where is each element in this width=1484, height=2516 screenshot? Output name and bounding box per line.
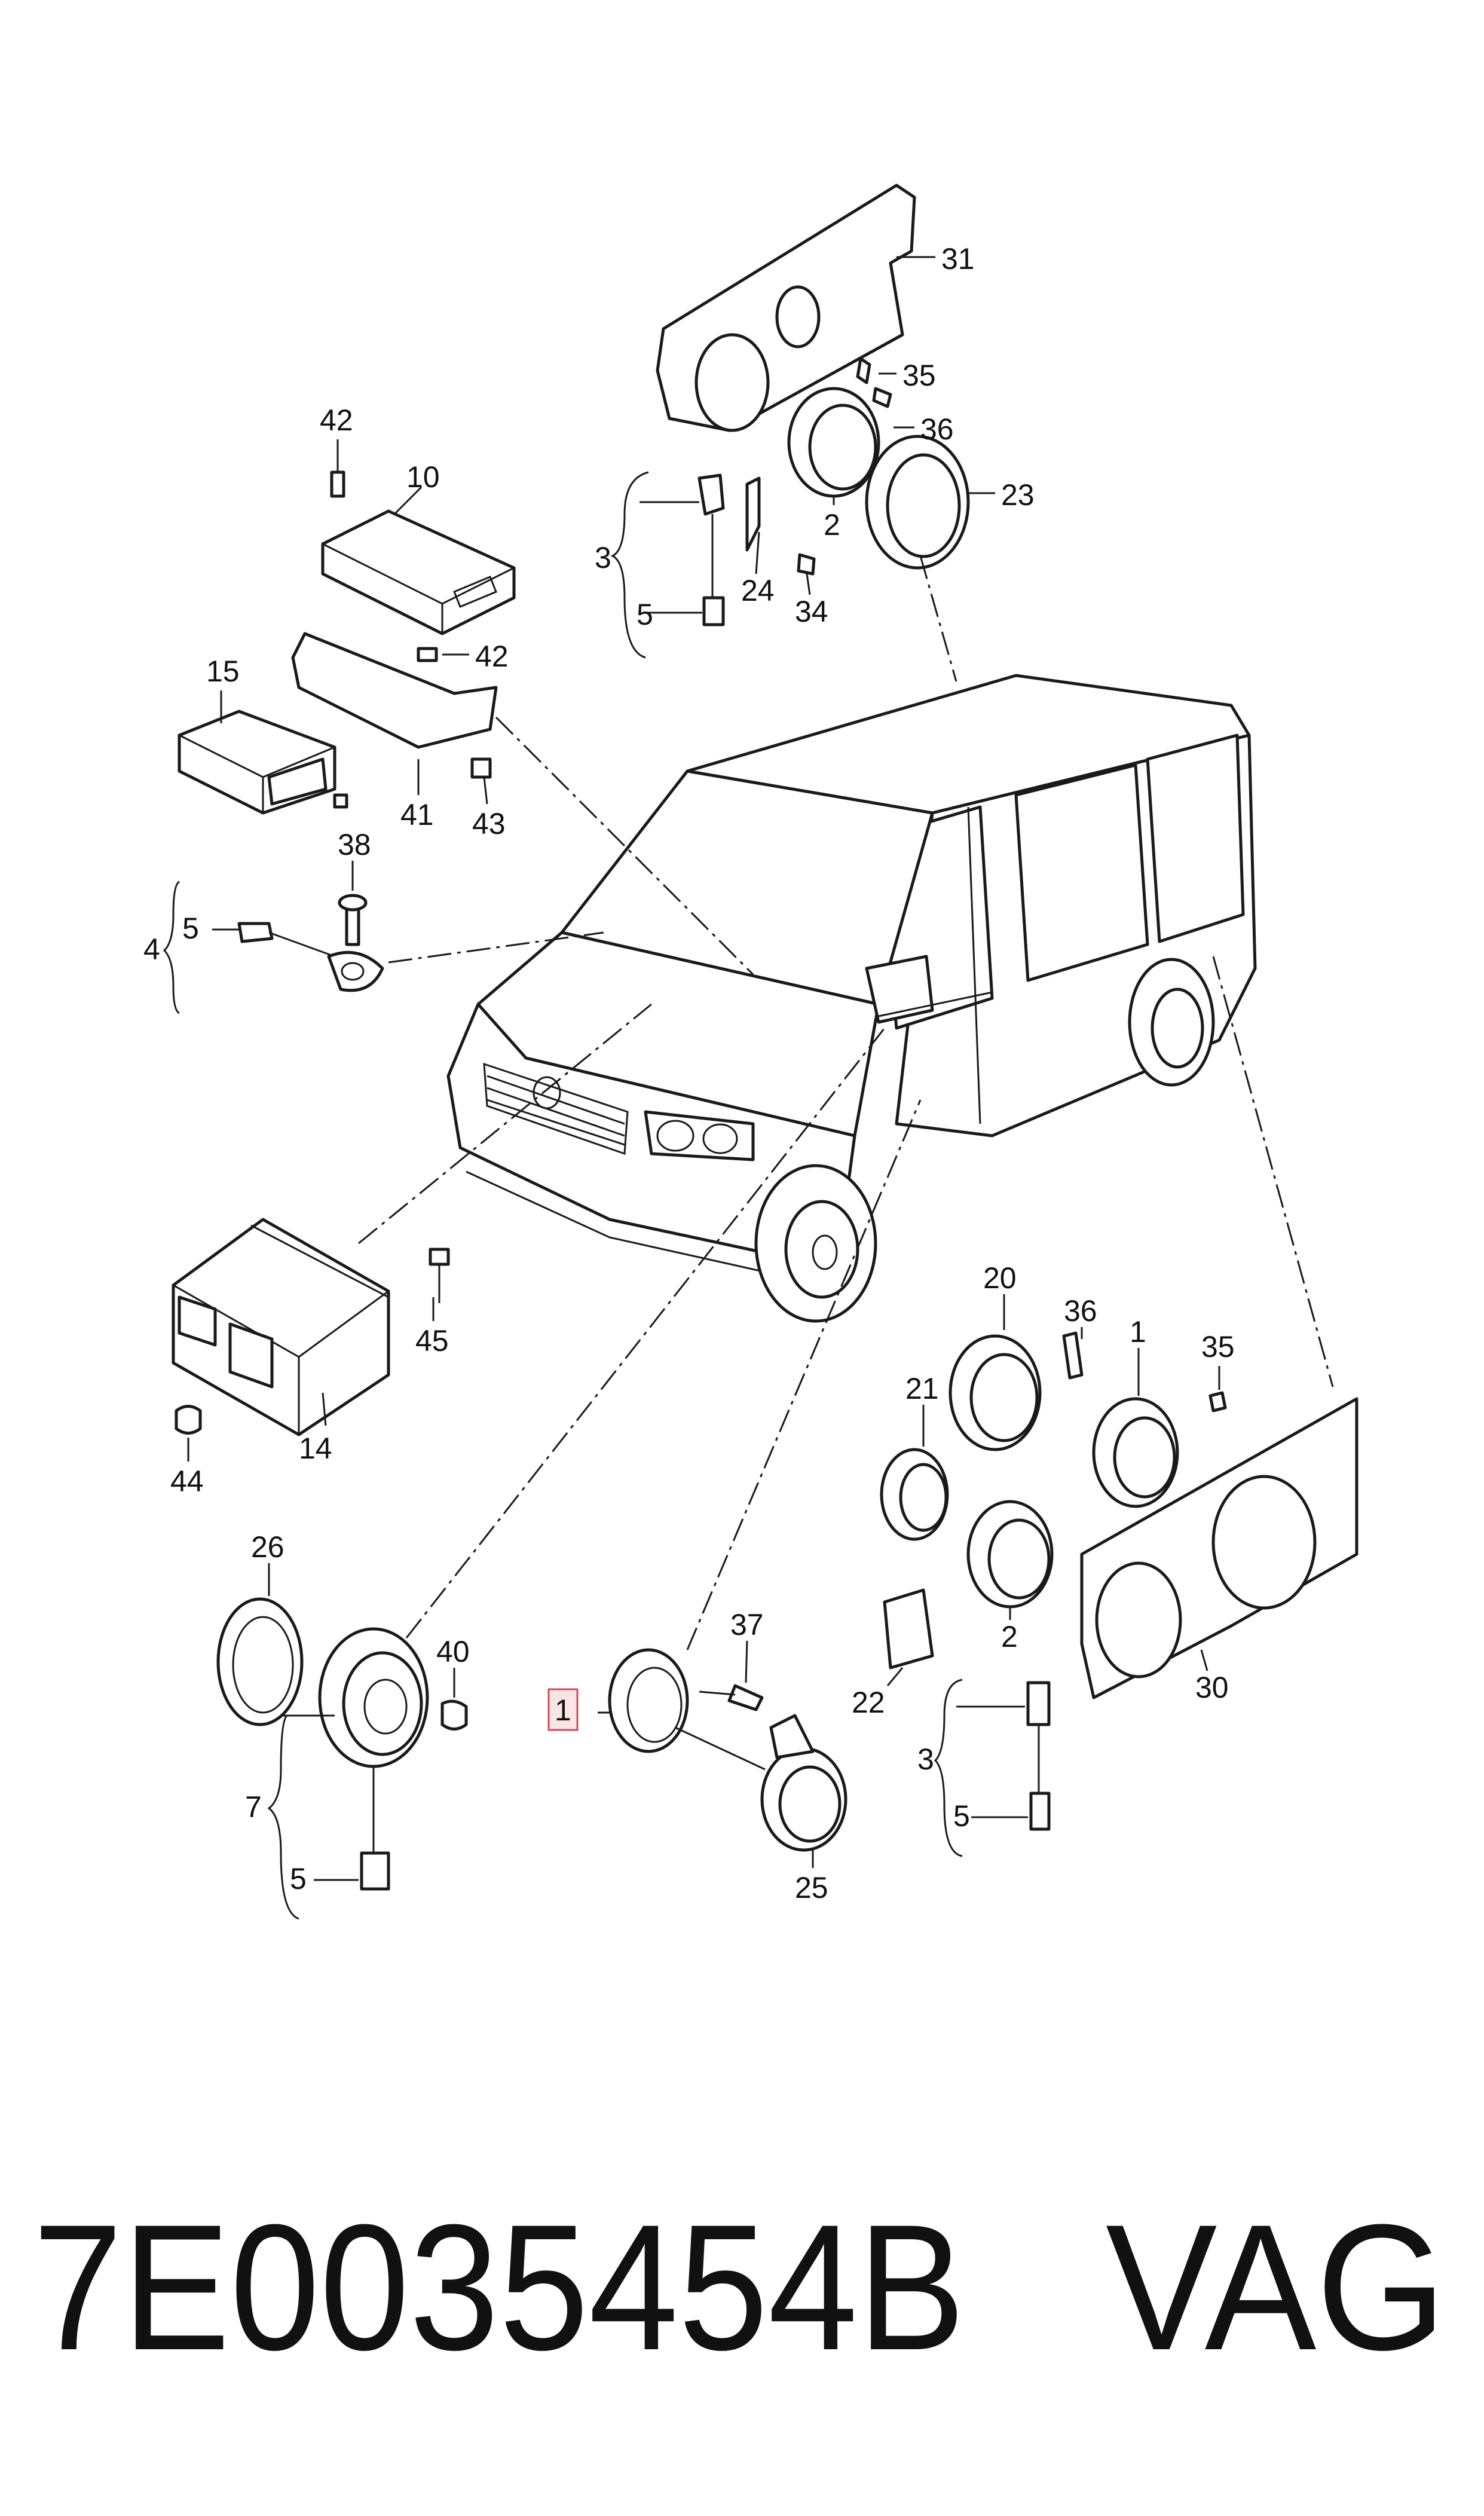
label-21: 21 [905, 1372, 939, 1405]
label-31: 31 [941, 242, 975, 276]
label-7: 7 [245, 1790, 262, 1824]
label-41: 41 [400, 798, 434, 831]
part-number: 7E0035454B [33, 2187, 965, 2387]
label-25: 25 [795, 1871, 828, 1904]
label-15: 15 [206, 655, 240, 688]
label-35: 35 [902, 359, 936, 392]
label-20: 20 [983, 1261, 1017, 1295]
label-2: 2 [824, 508, 840, 542]
dash-leaders [358, 555, 1334, 1650]
label-5: 5 [637, 598, 653, 631]
label-40: 40 [436, 1635, 470, 1668]
label-36: 36 [1064, 1294, 1097, 1328]
part-labels: 31 35 36 23 2 3 5 24 34 42 10 42 15 41 4… [143, 242, 1235, 1904]
amplifier-group [178, 439, 516, 815]
label-44: 44 [170, 1465, 204, 1498]
brand-name: VAG [1106, 2187, 1446, 2387]
label-35: 35 [1201, 1330, 1235, 1364]
label-26: 26 [251, 1530, 284, 1564]
label-1: 1 [1130, 1315, 1146, 1349]
label-14: 14 [299, 1432, 332, 1465]
front-speaker-group [216, 1563, 468, 1920]
label-22: 22 [852, 1686, 885, 1719]
label-30: 30 [1195, 1671, 1229, 1704]
label-5: 5 [290, 1862, 307, 1896]
label-1-highlighted: 1 [555, 1693, 571, 1727]
label-42: 42 [475, 640, 509, 673]
label-23: 23 [1001, 478, 1035, 512]
sensor-group [163, 861, 384, 1014]
label-5: 5 [953, 1799, 970, 1833]
label-10: 10 [406, 460, 440, 494]
tweeter-group [598, 1640, 847, 1868]
label-3: 3 [917, 1742, 934, 1776]
label-37: 37 [730, 1608, 764, 1641]
van-illustration [446, 674, 1257, 1323]
label-4: 4 [143, 933, 160, 966]
control-unit-group [172, 1218, 450, 1462]
rear-speaker-bottom-group [880, 1294, 1358, 1857]
label-38: 38 [338, 828, 371, 861]
label-5: 5 [182, 912, 199, 945]
label-24: 24 [741, 574, 775, 607]
label-2: 2 [1001, 1620, 1018, 1653]
label-45: 45 [415, 1324, 449, 1358]
label-3: 3 [595, 541, 611, 574]
rear-speaker-top-group [610, 184, 995, 659]
label-42: 42 [320, 403, 353, 437]
label-36: 36 [920, 412, 954, 446]
highlight-box [547, 1688, 579, 1731]
label-34: 34 [795, 595, 828, 628]
label-43: 43 [472, 807, 506, 840]
